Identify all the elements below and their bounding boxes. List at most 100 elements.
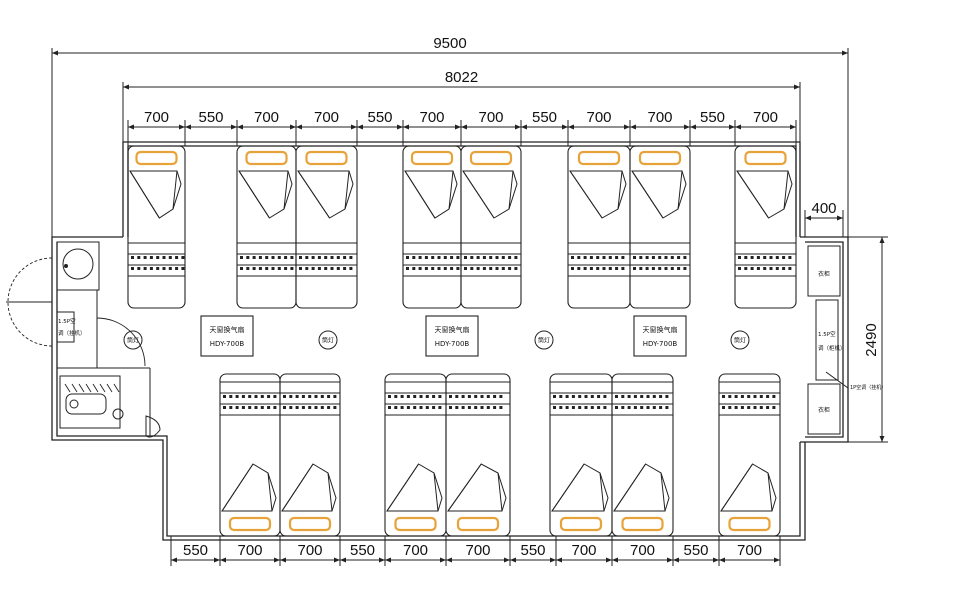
dim-bottom-seg-1-arrow-left — [220, 557, 226, 563]
ladder-dot — [305, 267, 309, 270]
blanket-diagonal — [569, 170, 603, 219]
ladder-dot — [615, 395, 618, 398]
ladder-dot — [665, 395, 669, 398]
dim-side-depth-label: 400 — [811, 200, 836, 217]
ladder-dot — [333, 406, 337, 409]
dim-total-width-arrow-left — [52, 50, 58, 56]
dim-bottom-seg-10-arrow-right — [774, 557, 780, 563]
shower-grille — [92, 383, 99, 393]
ladder-dot — [424, 267, 428, 270]
ladder-dot — [267, 395, 271, 398]
dim-top-seg-6-label: 700 — [478, 109, 503, 126]
pillow — [305, 150, 348, 166]
ladder-dot — [149, 267, 153, 270]
dim-bottom-seg-2-arrow-right — [334, 557, 340, 563]
blanket-diagonal — [404, 170, 436, 219]
ladder-dot — [432, 406, 436, 409]
dim-total-width-arrow-right — [842, 50, 848, 56]
ladder-dot — [753, 395, 757, 398]
dim-bottom-seg-2-label: 700 — [297, 542, 322, 559]
ladder-dot — [728, 395, 732, 398]
ladder-dot — [324, 256, 328, 259]
ladder-dot — [419, 395, 423, 398]
ladder-dot — [766, 395, 770, 398]
ladder-dot — [615, 256, 619, 259]
lamp-circle-2 — [318, 330, 338, 350]
ladder-dot — [747, 395, 751, 398]
ladder-dot — [419, 406, 423, 409]
blanket-fold — [386, 463, 443, 512]
blanket-edge — [497, 472, 503, 512]
blanket-fold — [447, 463, 507, 512]
ladder-dot — [336, 256, 340, 259]
ladder-dot — [260, 406, 264, 409]
ladder-dot — [314, 395, 318, 398]
ladder-dot — [603, 395, 607, 398]
bed-frame — [445, 373, 511, 537]
bed-frame — [236, 145, 297, 309]
dim-top-seg-1-arrow-left — [185, 124, 191, 130]
ladder-dot — [418, 256, 422, 259]
top-bed-1 — [127, 145, 186, 309]
ladder-dot — [602, 267, 606, 270]
ladder-dot — [252, 256, 256, 259]
ladder-dot — [271, 267, 275, 270]
ladder-dot — [583, 256, 587, 259]
ladder-dot — [652, 406, 656, 409]
dim-top-seg-3-arrow-left — [296, 124, 302, 130]
wardrobe-bottom — [807, 383, 841, 435]
ladder-dot — [759, 395, 763, 398]
ladder-dot — [645, 256, 649, 259]
ladder-dot — [455, 406, 459, 409]
ladder-dot — [461, 406, 465, 409]
ladder-dot — [621, 406, 625, 409]
ladder-dot — [406, 395, 410, 398]
dim-top-seg-9-arrow-right — [684, 124, 690, 130]
dim-top-seg-0-arrow-left — [128, 124, 134, 130]
bottom-bed-3 — [384, 373, 447, 537]
ladder-dot — [645, 267, 649, 270]
ladder-dot — [759, 406, 763, 409]
ac-unit-box-2 — [425, 315, 479, 357]
ladder-dot — [665, 406, 669, 409]
ladder-dot — [470, 256, 474, 259]
ladder-dot — [740, 406, 744, 409]
pillow — [469, 150, 513, 166]
ladder-dot — [493, 395, 497, 398]
dim-bottom-seg-7-label: 700 — [571, 542, 596, 559]
shower-grille — [99, 383, 106, 393]
ladder-dot — [627, 406, 631, 409]
ladder-dot — [621, 256, 625, 259]
ladder-dot — [621, 395, 625, 398]
ladder-dot — [295, 406, 299, 409]
dim-bottom-seg-6-label: 550 — [520, 542, 545, 559]
bed-frame — [629, 145, 691, 309]
ladder-dot — [388, 406, 391, 409]
lamp-label: 筒灯 — [127, 337, 139, 345]
ladder-dot — [289, 406, 293, 409]
dim-top-seg-9-arrow-left — [630, 124, 636, 130]
blanket-diagonal — [447, 463, 482, 512]
ladder-dot — [740, 395, 744, 398]
ladder-dot — [137, 267, 141, 270]
ladder-dot — [747, 406, 751, 409]
ladder-dot — [175, 267, 179, 270]
dim-bottom-seg-8-arrow-right — [667, 557, 673, 563]
ladder-dot — [277, 267, 281, 270]
ladder-dot — [235, 406, 239, 409]
ladder-dot — [772, 395, 776, 398]
shower-grille — [113, 383, 120, 393]
ladder-dot — [143, 267, 147, 270]
ladder-dot — [651, 267, 655, 270]
ladder-dot — [769, 267, 773, 270]
wardrobe-top-label: 衣柜 — [818, 270, 830, 278]
ladder-dot — [336, 267, 340, 270]
ladder-dot — [589, 267, 593, 270]
ladder-dot — [589, 256, 593, 259]
dim-total-width-label: 9500 — [433, 35, 466, 52]
ladder-dot — [311, 267, 315, 270]
blanket-fold — [551, 463, 609, 512]
ladder-dot — [608, 267, 612, 270]
